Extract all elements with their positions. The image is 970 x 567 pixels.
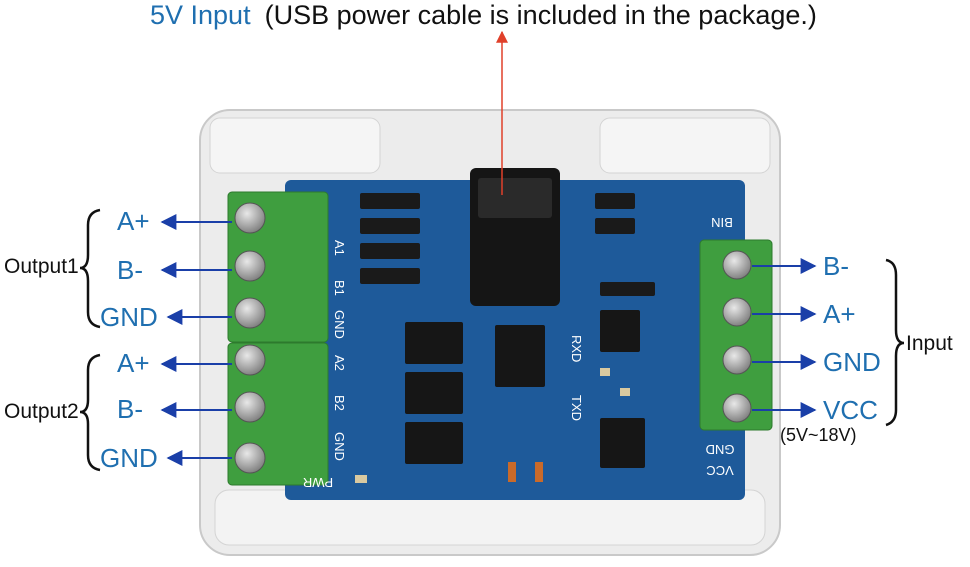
left-arrows [160, 214, 232, 466]
silk-gnd2: GND [332, 432, 347, 461]
out1-a-plus: A+ [117, 206, 150, 236]
pcb [285, 168, 745, 500]
silk-b1: B1 [332, 280, 347, 296]
output1-label: Output1 [4, 255, 79, 278]
ic-chips [405, 310, 645, 468]
silk-gnd1: GND [332, 310, 347, 339]
in-vcc: VCC [823, 395, 878, 425]
out2-gnd: GND [100, 443, 158, 473]
out2-a-plus: A+ [117, 348, 150, 378]
silk-a1: A1 [332, 240, 347, 256]
out2-b-minus: B- [117, 394, 143, 424]
power-input-label: 5V Input [150, 0, 251, 30]
brace-output1 [79, 208, 101, 329]
right-arrows [752, 258, 817, 418]
vcc-range: (5V~18V) [780, 425, 857, 445]
left-terminal-blocks [227, 191, 329, 486]
silk-txd: TXD [569, 395, 584, 421]
header-caption: 5V Input (USB power cable is included in … [150, 0, 817, 31]
in-gnd: GND [823, 347, 881, 377]
output2-label: Output2 [4, 400, 79, 423]
out1-b-minus: B- [117, 255, 143, 285]
brace-input [885, 258, 905, 427]
silk-gnd-r: GND [706, 442, 735, 457]
silk-pwr: PWR [303, 475, 333, 490]
in-a-plus: A+ [823, 299, 856, 329]
input-label: Input [906, 332, 953, 355]
resistor-array [360, 193, 655, 296]
power-note: (USB power cable is included in the pack… [264, 0, 817, 30]
out1-gnd: GND [100, 302, 158, 332]
silk-rxd: RXD [569, 335, 584, 362]
silkscreen: A1 B1 GND A2 B2 GND RXD TXD PWR BIN GND … [303, 215, 735, 490]
right-terminal-block [699, 239, 773, 431]
in-b-minus: B- [823, 251, 849, 281]
silk-b2: B2 [332, 395, 347, 411]
silk-vcc: VCC [706, 463, 733, 478]
brace-output2 [79, 353, 101, 472]
silk-a2: A2 [332, 355, 347, 371]
silk-bin: BIN [711, 215, 733, 230]
